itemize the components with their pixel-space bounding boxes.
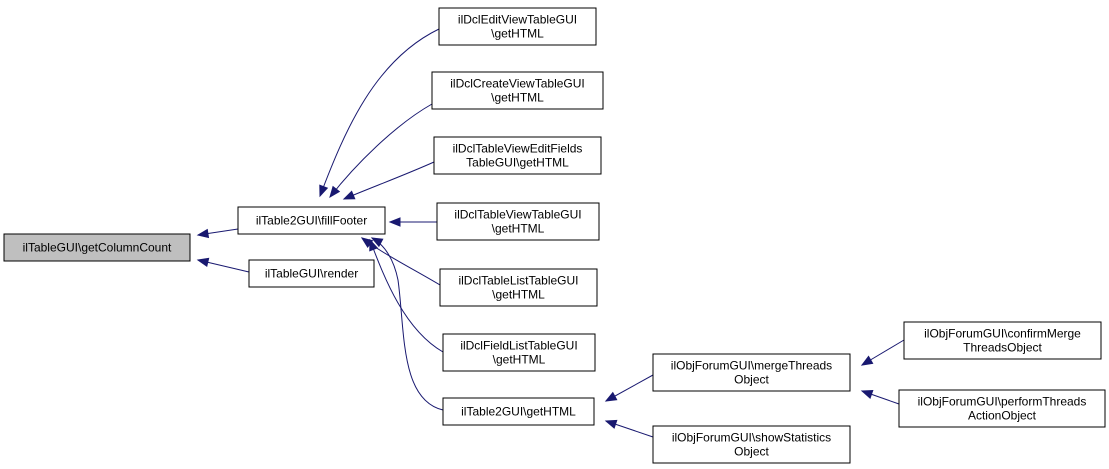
node-tableView[interactable]: ilDclTableViewTableGUI\getHTML [436,202,600,241]
node-createView[interactable]: ilDclCreateViewTableGUI\getHTML [431,71,604,110]
edge-fillFooter-to-getColumnCount [196,228,239,239]
arrowhead-icon [329,185,341,199]
arrowhead-icon [342,190,356,200]
node-label: \getHTML [492,222,545,236]
arrowhead-icon [370,237,384,248]
edge-t2getHTML-to-fillFooter [370,237,444,411]
node-label: Object [734,445,769,459]
node-box [431,71,604,110]
arrowhead-icon [196,228,210,239]
node-label: Object [734,373,769,387]
node-editView[interactable]: ilDclEditViewTableGUI\getHTML [438,7,597,46]
edge-confirmMerge-to-merge [860,339,905,366]
node-label: ilTable2GUI\getHTML [461,405,576,419]
arrowhead-icon [860,390,874,399]
node-label: ActionObject [968,409,1037,423]
node-label: ThreadsObject [963,341,1042,355]
node-tableList[interactable]: ilDclTableListTableGUI\getHTML [439,268,598,307]
edge-line [369,239,444,353]
node-box [436,202,600,241]
node-box [433,136,602,175]
node-label: ilDclTableViewEditFields [453,142,583,156]
node-box [248,259,375,288]
node-box [652,425,851,464]
edge-line [329,103,433,198]
node-label: ilDclTableViewTableGUI [454,208,581,222]
arrowhead-icon [369,238,379,252]
arrowhead-icon [860,355,874,366]
edge-createView-to-fillFooter [329,103,433,199]
edge-stats-to-t2getHTML [604,419,654,438]
node-box [3,233,191,262]
node-fieldList[interactable]: ilDclFieldListTableGUI\getHTML [442,333,596,372]
edge-fieldList-to-fillFooter [369,238,444,353]
edge-performThreads-to-merge [860,390,900,405]
edge-tableView-to-fillFooter [388,217,437,227]
edge-line [343,161,435,200]
node-fillFooter[interactable]: ilTable2GUI\fillFooter [237,206,386,235]
node-label: ilObjForumGUI\mergeThreads [671,359,832,373]
node-label: ilDclEditViewTableGUI [458,13,577,27]
node-label: ilObjForumGUI\performThreads [918,395,1087,409]
node-box [438,7,597,46]
node-label: ilTable2GUI\fillFooter [256,214,367,228]
edge-line [371,237,444,411]
node-label: ilDclTableListTableGUI [458,274,578,288]
arrowhead-icon [604,391,618,402]
node-label: ilObjForumGUI\showStatistics [672,431,831,445]
arrowhead-icon [196,257,210,268]
node-box [237,206,386,235]
node-label: ilDclCreateViewTableGUI [450,77,585,91]
node-box [439,268,598,307]
node-label: ilObjForumGUI\confirmMerge [924,327,1081,341]
node-label: \getHTML [491,27,544,41]
node-box [652,353,851,392]
edge-line [319,28,440,197]
node-label: ilTableGUI\render [265,267,358,281]
node-label: ilTableGUI\getColumnCount [23,241,172,255]
node-label: \getHTML [491,91,544,105]
arrowhead-icon [604,419,618,429]
edge-tvEditFields-to-fillFooter [342,161,435,200]
node-render[interactable]: ilTableGUI\render [248,259,375,288]
edges-layer [196,28,905,438]
node-box [442,397,595,426]
node-box [898,389,1106,428]
node-getColumnCount: ilTableGUI\getColumnCount [3,233,191,262]
node-label: \getHTML [493,353,546,367]
arrowhead-icon [319,184,329,198]
node-label: ilDclFieldListTableGUI [460,339,577,353]
edge-render-to-getColumnCount [196,257,250,273]
node-label: TableGUI\getHTML [466,156,569,170]
node-box [903,321,1102,360]
node-t2getHTML[interactable]: ilTable2GUI\getHTML [442,397,595,426]
node-box [442,333,596,372]
arrowhead-icon [388,217,401,227]
node-label: \getHTML [492,288,545,302]
edge-editView-to-fillFooter [319,28,440,198]
nodes-layer: ilTableGUI\getColumnCount ilTable2GUI\fil… [3,7,1106,464]
edge-merge-to-t2getHTML [604,374,654,402]
